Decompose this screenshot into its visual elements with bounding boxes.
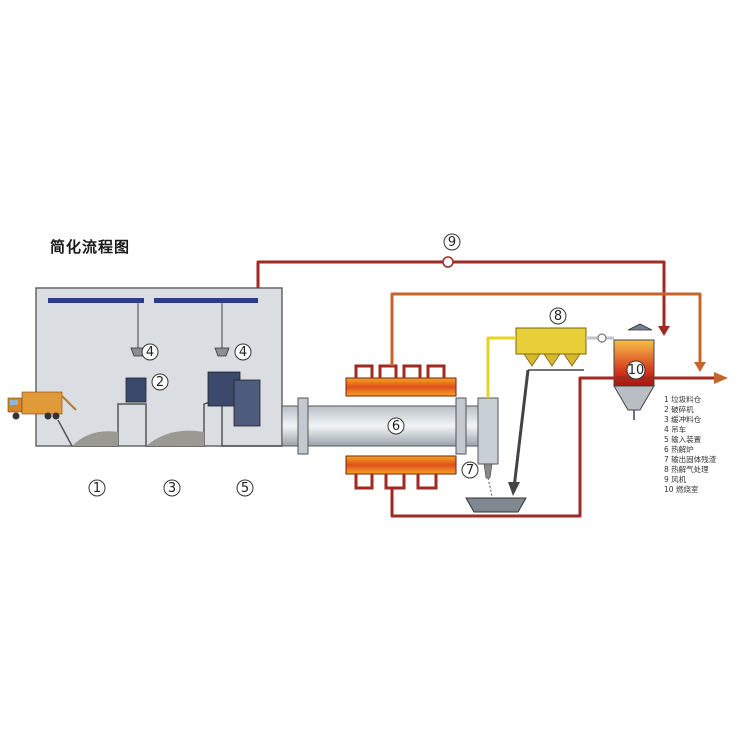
svg-text:7: 7 (466, 463, 474, 478)
legend-item-7: 7 输出固体残渣 (664, 454, 717, 464)
gas-treatment-unit (515, 327, 587, 371)
callout-6: 6 (387, 417, 405, 435)
svg-text:2: 2 (156, 375, 164, 390)
svg-text:1: 1 (93, 481, 101, 496)
pyrolysis-kiln (281, 377, 499, 479)
legend-item-4: 4 吊车 (664, 424, 687, 434)
flue-gas-pipes (256, 260, 714, 518)
svg-text:5: 5 (241, 481, 249, 496)
legend-item-3: 3 缓冲料仓 (664, 414, 702, 424)
residue-container (465, 477, 527, 513)
callout-4a: 4 (141, 343, 159, 361)
waste-storage-building (35, 287, 283, 447)
garbage-truck (7, 391, 77, 420)
svg-text:4: 4 (239, 345, 247, 360)
svg-text:8: 8 (554, 309, 562, 324)
callout-1: 1 (88, 479, 106, 497)
flow-arrows (508, 326, 728, 496)
legend-item-1: 1 垃圾料仓 (664, 394, 702, 404)
legend-item-5: 5 输入装置 (664, 434, 702, 444)
svg-text:9: 9 (448, 235, 456, 250)
svg-text:4: 4 (146, 345, 154, 360)
svg-text:3: 3 (168, 481, 176, 496)
callout-4b: 4 (234, 343, 252, 361)
legend-item-9: 9 风机 (664, 474, 687, 484)
callout-8: 8 (549, 307, 567, 325)
callout-5: 5 (236, 479, 254, 497)
svg-text:10: 10 (628, 363, 645, 378)
legend: 1 垃圾料仓 2 破碎机 3 缓冲料仓 4 吊车 5 输入装置 6 热解炉 7 … (664, 394, 717, 494)
legend-item-8: 8 热解气处理 (664, 464, 709, 474)
callout-7: 7 (461, 461, 479, 479)
callout-9: 9 (443, 233, 461, 251)
callout-10: 10 (626, 360, 646, 380)
heating-ducts (354, 364, 446, 490)
page-title: 简化流程图 (50, 238, 131, 256)
legend-item-2: 2 破碎机 (664, 404, 694, 414)
callout-2: 2 (151, 373, 169, 391)
legend-item-10: 10 燃烧室 (664, 484, 699, 494)
legend-item-6: 6 热解炉 (664, 444, 694, 454)
svg-text:6: 6 (392, 419, 400, 434)
fan-icon (442, 256, 607, 343)
callout-3: 3 (163, 479, 181, 497)
